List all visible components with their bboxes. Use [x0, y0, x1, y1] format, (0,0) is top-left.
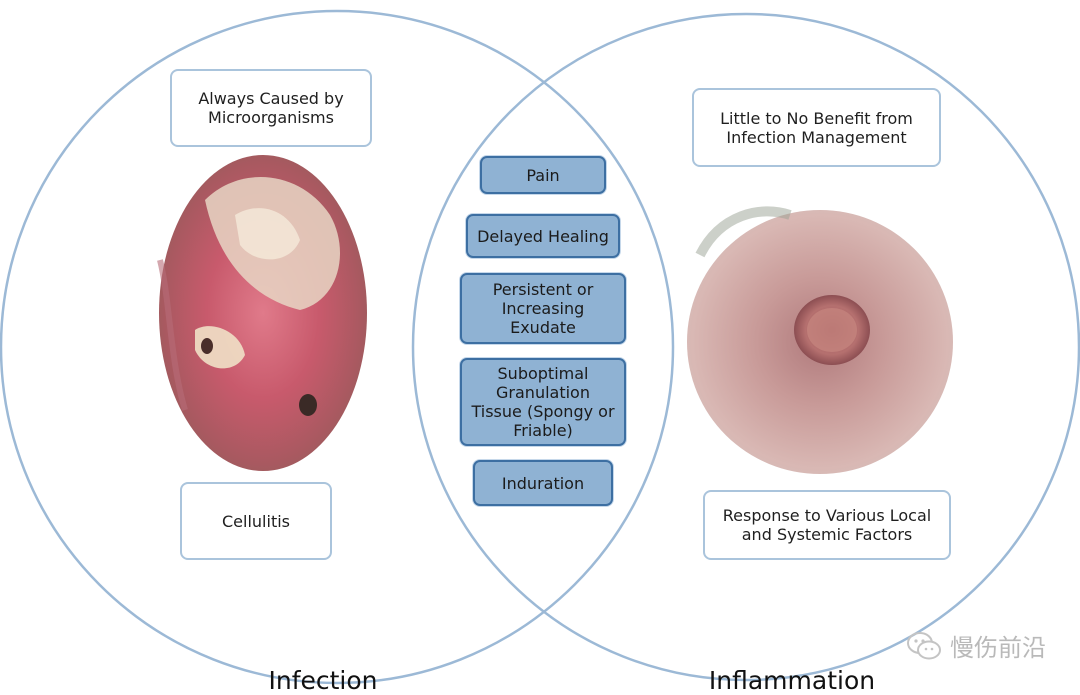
inflammation-circle	[411, 12, 1080, 682]
watermark: 慢伤前沿	[906, 628, 1046, 663]
overlap-item-exudate: Persistent or Increasing Exudate	[460, 273, 626, 344]
overlap-item-induration: Induration	[473, 460, 613, 506]
watermark-text: 慢伤前沿	[950, 634, 1046, 662]
inflammation-wound-photo	[687, 206, 953, 474]
infection-label: Infection	[268, 666, 378, 695]
overlap-item-delayed-healing: Delayed Healing	[466, 214, 620, 258]
wechat-icon	[907, 631, 941, 659]
overlap-item-granulation: Suboptimal Granulation Tissue (Spongy or…	[460, 358, 626, 446]
infection-wound-photo	[157, 155, 367, 471]
infection-cause-box: Always Caused by Microorganisms	[170, 69, 372, 147]
inflammation-response-box: Response to Various Local and Systemic F…	[703, 490, 951, 560]
infection-circle	[0, 9, 675, 685]
inflammation-label: Inflammation	[708, 666, 876, 695]
cellulitis-box: Cellulitis	[180, 482, 332, 560]
overlap-item-pain: Pain	[480, 156, 606, 194]
inflammation-benefit-box: Little to No Benefit from Infection Mana…	[692, 88, 941, 167]
